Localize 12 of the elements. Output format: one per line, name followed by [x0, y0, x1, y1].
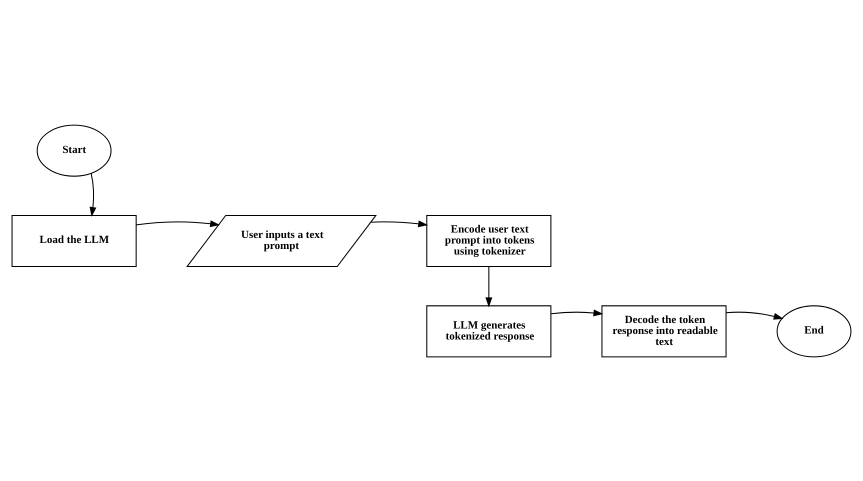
- arrow: [551, 308, 604, 316]
- arrow: [90, 172, 96, 216]
- node-box: Load the LLM: [12, 214, 137, 267]
- arrow: [370, 220, 428, 227]
- arrow: [485, 266, 492, 307]
- node-box: Decode the token response into readable text: [601, 304, 727, 357]
- arrow: [136, 220, 220, 227]
- node-ellipse: End: [776, 304, 852, 357]
- arrow: [726, 311, 784, 320]
- node-ellipse: Start: [36, 124, 112, 176]
- node-box: Encode user text prompt into tokens using tokenizer: [426, 214, 552, 267]
- node-box: LLM generates tokenized response: [426, 304, 552, 357]
